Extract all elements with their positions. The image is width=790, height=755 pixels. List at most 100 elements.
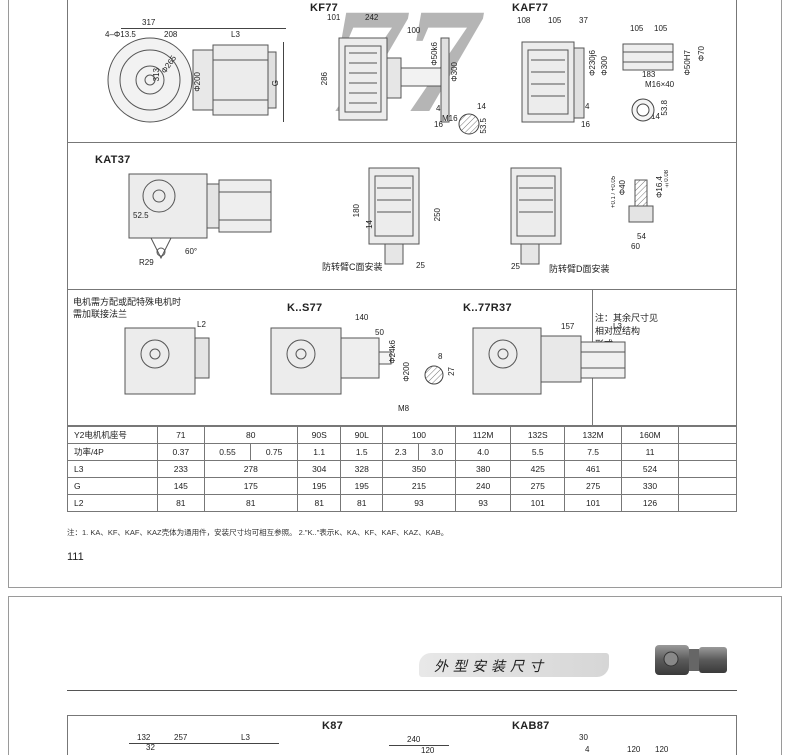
row-header: G: [67, 477, 158, 495]
dim-25-a: 25: [416, 261, 425, 270]
k77-motor-drawing: [107, 37, 277, 123]
label-kf77: KF77: [310, 2, 339, 14]
table-cell: 350: [382, 460, 456, 478]
dim-40-tol: +0.1 / +0.05: [611, 176, 617, 209]
dim-L3: L3: [231, 30, 240, 39]
dim-24k6: Φ24k6: [388, 340, 397, 364]
table-cell: 0.37: [157, 443, 205, 461]
kat-c-face-drawing: [368, 167, 420, 265]
table-cell: 71: [157, 426, 205, 444]
catalog-page-next: 外型安装尺寸 K87 KAB87 132 257 L3 32 240 120 3…: [8, 596, 782, 755]
kf77-drawing: [338, 37, 450, 123]
gear-motor-photo: [655, 645, 727, 675]
table-cell: 0.75: [250, 443, 298, 461]
dim-R29: R29: [139, 258, 154, 267]
flange-adapter-drawing: [124, 327, 210, 395]
table-cell: 4.0: [454, 443, 512, 461]
table-cell: 330: [621, 477, 679, 495]
dim-27: 27: [447, 367, 456, 376]
dim-16: 16: [434, 120, 443, 129]
dim-50-ks: 50: [375, 328, 384, 337]
table-cell: 215: [382, 477, 456, 495]
dim-30: 30: [579, 733, 588, 742]
table-cell: 81: [296, 494, 342, 512]
label-kat37: KAT37: [95, 154, 131, 166]
dimension-section-87: [67, 715, 737, 755]
table-cell: 524: [621, 460, 679, 478]
label-k87: K87: [322, 720, 344, 732]
dim-300: Φ300: [450, 62, 459, 82]
table-cell: 80: [203, 426, 298, 444]
dimension-section-77: [67, 0, 737, 143]
kat-d-face-drawing: [510, 167, 562, 265]
banner-title: 外型安装尺寸: [434, 659, 548, 675]
dim-286: 286: [320, 72, 329, 86]
page-number: 111: [67, 551, 84, 563]
table-cell: 380: [454, 460, 512, 478]
dim-183: 183: [642, 70, 656, 79]
table-cell: 93: [454, 494, 512, 512]
dim-54: 54: [637, 232, 646, 241]
label-kab87: KAB87: [512, 720, 550, 732]
table-cell: 160M: [621, 426, 679, 444]
table-row: 功率/4P 0.37 0.55 0.75 1.1 1.5 2.3 3.0 4.0…: [67, 443, 737, 461]
table-cell: 126: [621, 494, 679, 512]
dim-105: 105: [548, 16, 562, 25]
table-cell: 101: [564, 494, 623, 512]
dim-L2-adapter: L2: [197, 320, 206, 329]
torque-arm-bushing-drawing: [628, 179, 654, 223]
dim-108: 108: [517, 16, 531, 25]
dim-16-4-tol: ±0.08: [664, 170, 670, 188]
table-cell: 93: [382, 494, 456, 512]
dim-16-4: Φ16.4: [655, 176, 664, 198]
table-cell: 100: [382, 426, 456, 444]
note-c-face: 防转臂C面安装: [322, 262, 383, 272]
dim-4-b: 4: [585, 102, 590, 111]
dim-60-3: 60: [631, 242, 640, 251]
table-row: G 145 175 195 195 215 240 275 275 330: [67, 477, 737, 495]
row-header: 功率/4P: [67, 443, 158, 461]
dim-40: Φ40: [618, 180, 627, 196]
dim-4: 4: [436, 104, 441, 113]
dim-208: 208: [164, 30, 178, 39]
table-cell: 328: [340, 460, 384, 478]
dim-200-ks: Φ200: [402, 362, 411, 382]
table-cell: 3.0: [418, 443, 456, 461]
dim-m16x40: M16×40: [645, 80, 675, 89]
dim-157: 157: [561, 322, 575, 331]
key-section-circle: [458, 113, 480, 135]
dim-300-b: Φ300: [600, 56, 609, 76]
dim-37: 37: [579, 16, 588, 25]
table-cell: 81: [340, 494, 384, 512]
dim-180: 180: [352, 204, 361, 218]
dim-14-shaft: 14: [651, 112, 660, 121]
motor-adapter-section: [67, 290, 737, 426]
dim-105-b: 105: [654, 24, 668, 33]
dim-32: 32: [146, 743, 155, 752]
dim-120-b: 120: [627, 745, 641, 754]
table-cell: 240: [454, 477, 512, 495]
table-cell: 304: [296, 460, 342, 478]
table-row: L3 233 278 304 328 350 380 425 461 524: [67, 460, 737, 478]
label-k77r37: K..77R37: [463, 302, 512, 314]
dim-L3-87: L3: [241, 733, 250, 742]
dim-L3-r37: L3: [613, 322, 622, 331]
table-cell: 132M: [564, 426, 623, 444]
row-header: L2: [67, 494, 158, 512]
dim-M8: M8: [398, 404, 410, 413]
row-header: L3: [67, 460, 158, 478]
dim-120-c: 120: [655, 745, 669, 754]
dim-120: 120: [421, 746, 435, 755]
label-ks77: K..S77: [287, 302, 323, 314]
dim-242: 242: [365, 13, 379, 22]
table-cell: 90S: [296, 426, 342, 444]
table-cell: 5.5: [510, 443, 566, 461]
table-cell: 101: [510, 494, 566, 512]
ks77-key-circle: [424, 365, 444, 385]
dim-250: 250: [433, 208, 442, 222]
dim-16-b: 16: [581, 120, 590, 129]
table-cell: 275: [564, 477, 623, 495]
table-cell: 1.5: [340, 443, 384, 461]
table-row: L2 81 81 81 81 93 93 101 101 126: [67, 494, 737, 512]
torque-arm-section: [67, 143, 737, 290]
